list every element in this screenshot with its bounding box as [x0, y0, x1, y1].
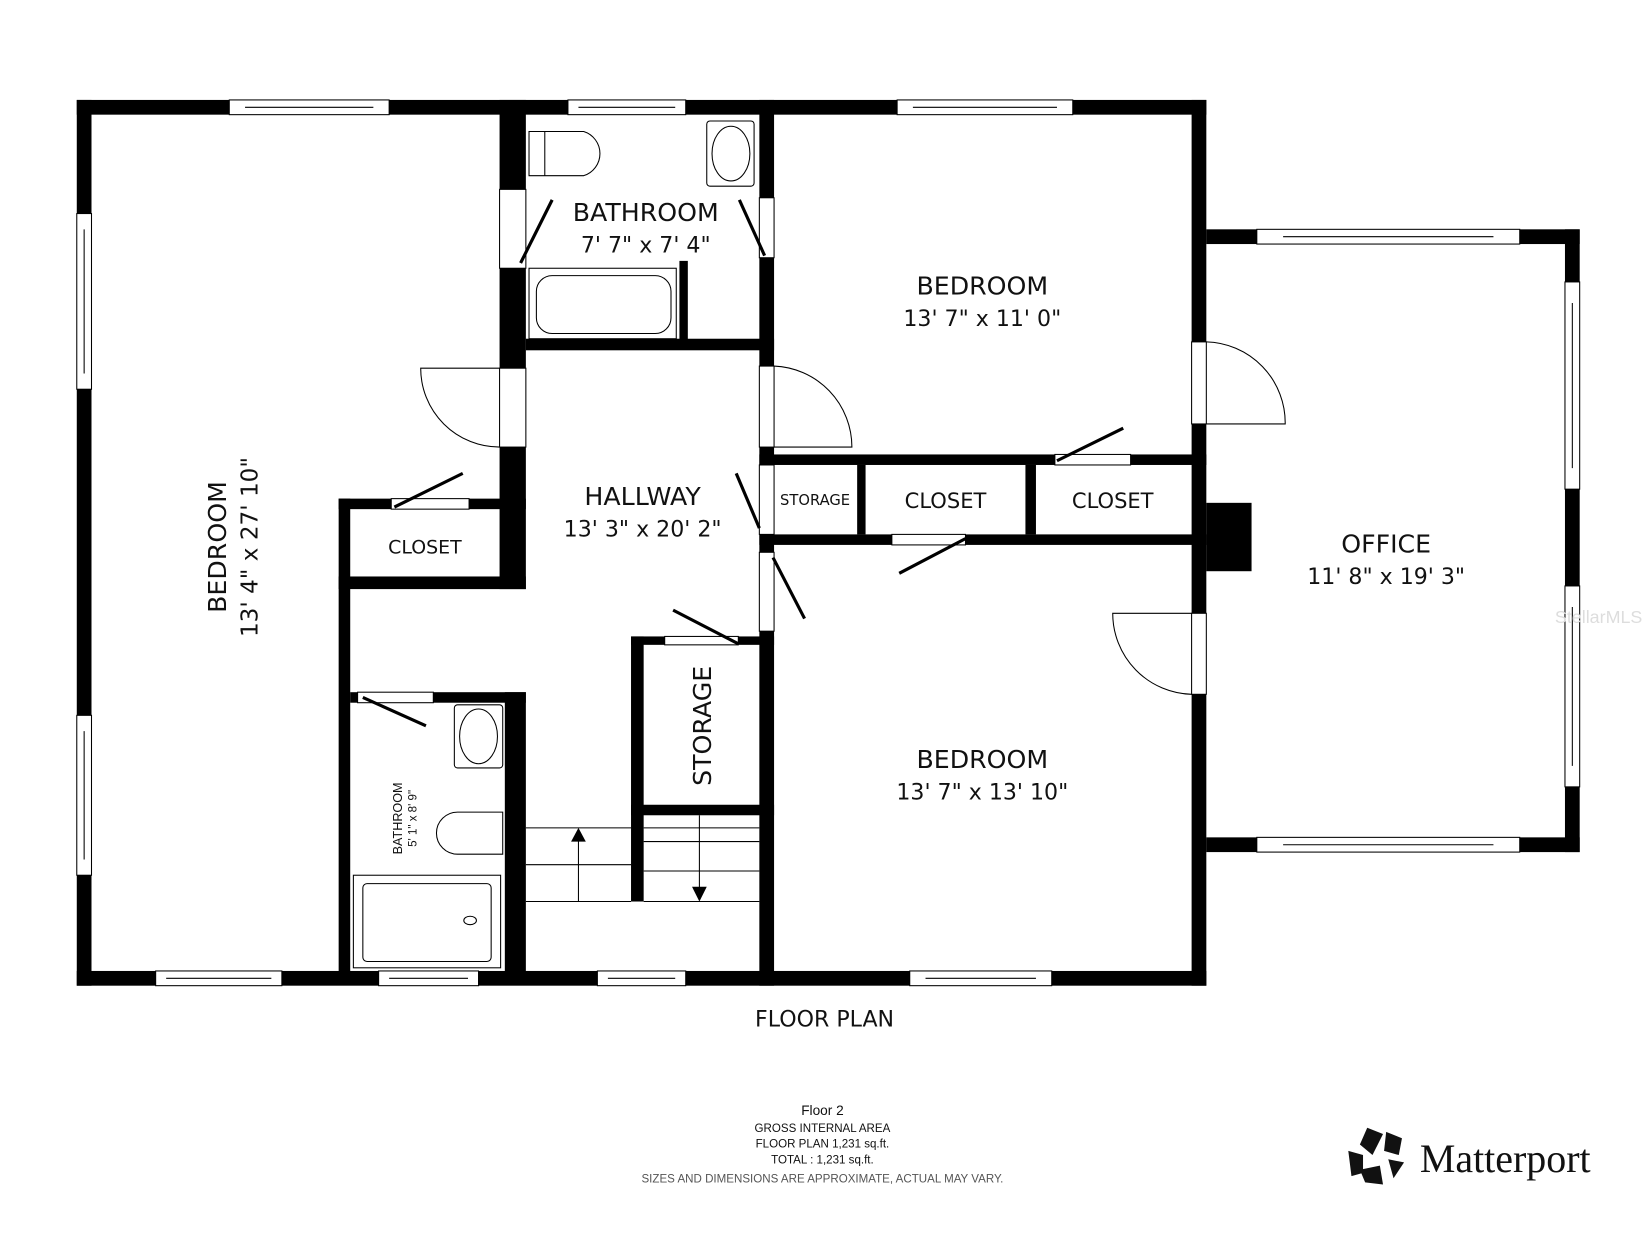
total-area: TOTAL : 1,231 sq.ft.: [771, 1154, 874, 1166]
matterport-logo-icon: [1348, 1127, 1405, 1185]
watermark: StellarMLS: [1555, 607, 1642, 627]
bedroom-bottom-right-dims: 13' 7" x 13' 10": [896, 780, 1068, 805]
floor-plan-area: FLOOR PLAN 1,231 sq.ft.: [756, 1139, 890, 1151]
bedroom-bottom-right-name: BEDROOM: [916, 745, 1048, 774]
plan-title: FLOOR PLAN: [755, 1008, 894, 1033]
bathroom-top-dims: 7' 7" x 7' 4": [581, 233, 711, 258]
bedroom-top-right-name: BEDROOM: [916, 272, 1048, 301]
closet-left-name: CLOSET: [388, 536, 462, 558]
office-dims: 11' 8" x 19' 3": [1307, 565, 1465, 590]
disclaimer: SIZES AND DIMENSIONS ARE APPROXIMATE, AC…: [641, 1173, 1003, 1185]
bedroom-left-dims: 13' 4" x 27' 10": [238, 457, 264, 637]
gross-area-label: GROSS INTERNAL AREA: [755, 1123, 891, 1135]
bedroom-left-name: BEDROOM: [203, 481, 232, 613]
doors: [362, 199, 1286, 728]
matterport-logo-text: Matterport: [1420, 1136, 1591, 1181]
room-labels: BEDROOM 13' 4" x 27' 10" BATHROOM 7' 7" …: [203, 198, 1465, 854]
floor-label: Floor 2: [801, 1103, 844, 1118]
office-name: OFFICE: [1341, 529, 1431, 558]
bathroom-small-name: BATHROOM: [391, 782, 405, 854]
matterport-logo: Matterport: [1348, 1127, 1591, 1185]
closet-mid-name: CLOSET: [905, 488, 987, 513]
area-summary: Floor 2 GROSS INTERNAL AREA FLOOR PLAN 1…: [641, 1103, 1003, 1185]
hallway-dims: 13' 3" x 20' 2": [564, 517, 722, 542]
door-openings: [357, 188, 1207, 704]
storage-small-name: STORAGE: [780, 492, 850, 509]
windows: [76, 99, 1581, 987]
stairs: [525, 815, 760, 903]
fixtures: [352, 120, 755, 969]
closet-right-name: CLOSET: [1072, 488, 1154, 513]
bathroom-small-dims: 5' 1" x 8' 9": [407, 790, 419, 847]
storage-vertical-name: STORAGE: [688, 666, 717, 786]
bathroom-top-name: BATHROOM: [573, 198, 719, 227]
hallway-name: HALLWAY: [584, 482, 701, 511]
bedroom-top-right-dims: 13' 7" x 11' 0": [903, 307, 1061, 332]
